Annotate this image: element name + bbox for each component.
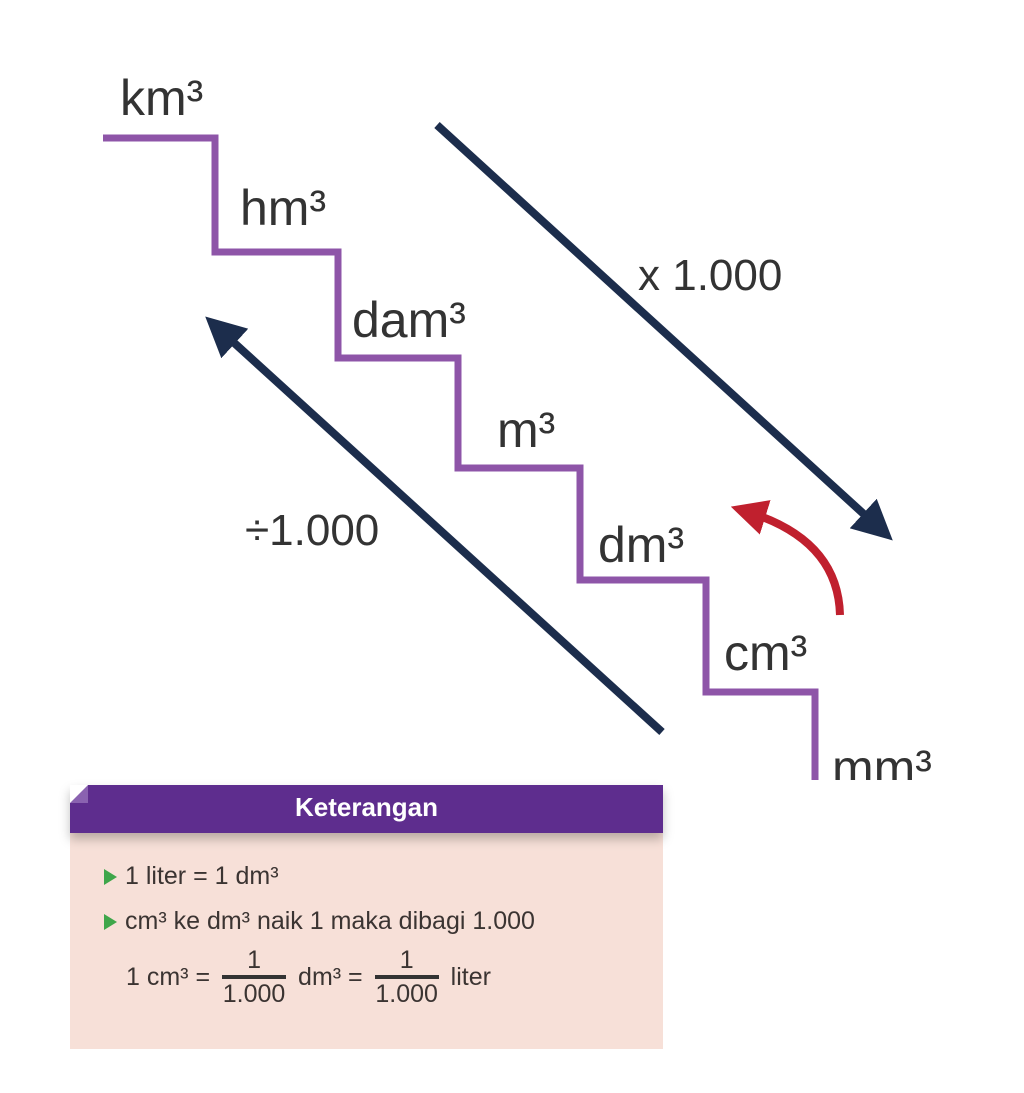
legend-item: cm³ ke dm³ naik 1 maka dibagi 1.000 xyxy=(104,907,535,936)
unit-dam3: dam³ xyxy=(352,292,466,348)
unit-mm3: mm³ xyxy=(832,740,932,780)
formula-left: 1 cm³ = xyxy=(126,962,211,991)
formula-right: liter xyxy=(450,962,491,991)
fraction: 1 1.000 xyxy=(374,945,439,1009)
unit-m3: m³ xyxy=(497,402,555,458)
unit-km3: km³ xyxy=(120,70,203,126)
numerator: 1 xyxy=(247,946,261,974)
divide-label: ÷1.000 xyxy=(245,506,379,555)
multiply-arrow xyxy=(434,122,893,541)
bullet-triangle-icon xyxy=(104,914,117,930)
legend-item-text: 1 liter = 1 dm³ xyxy=(125,862,279,890)
unit-dm3: dm³ xyxy=(598,517,684,573)
legend-title: Keterangan xyxy=(70,785,663,833)
divide-arrow xyxy=(205,316,665,735)
denominator: 1.000 xyxy=(222,980,286,1008)
numerator: 1 xyxy=(399,946,414,974)
unit-cm3: cm³ xyxy=(724,625,807,681)
staircase-diagram: km³ hm³ dam³ m³ dm³ cm³ mm³ x 1.000 ÷1.0… xyxy=(103,70,932,780)
multiply-label: x 1.000 xyxy=(638,251,782,300)
unit-hm3: hm³ xyxy=(240,180,326,236)
legend-item: 1 liter = 1 dm³ xyxy=(104,862,279,891)
curved-arrow xyxy=(730,500,844,616)
formula-mid: dm³ = xyxy=(298,962,363,991)
fraction: 1 1.000 xyxy=(222,945,287,1009)
bullet-triangle-icon xyxy=(104,869,117,885)
denominator: 1.000 xyxy=(375,980,438,1008)
conversion-formula: 1 cm³ = 1 1.000 dm³ = 1 1.000 liter xyxy=(126,945,491,1009)
corner-fold xyxy=(70,785,88,803)
staircase-line xyxy=(103,134,819,780)
legend-box: Keterangan 1 liter = 1 dm³ cm³ ke dm³ na… xyxy=(70,785,663,1049)
legend-item-text: cm³ ke dm³ naik 1 maka dibagi 1.000 xyxy=(125,907,535,935)
